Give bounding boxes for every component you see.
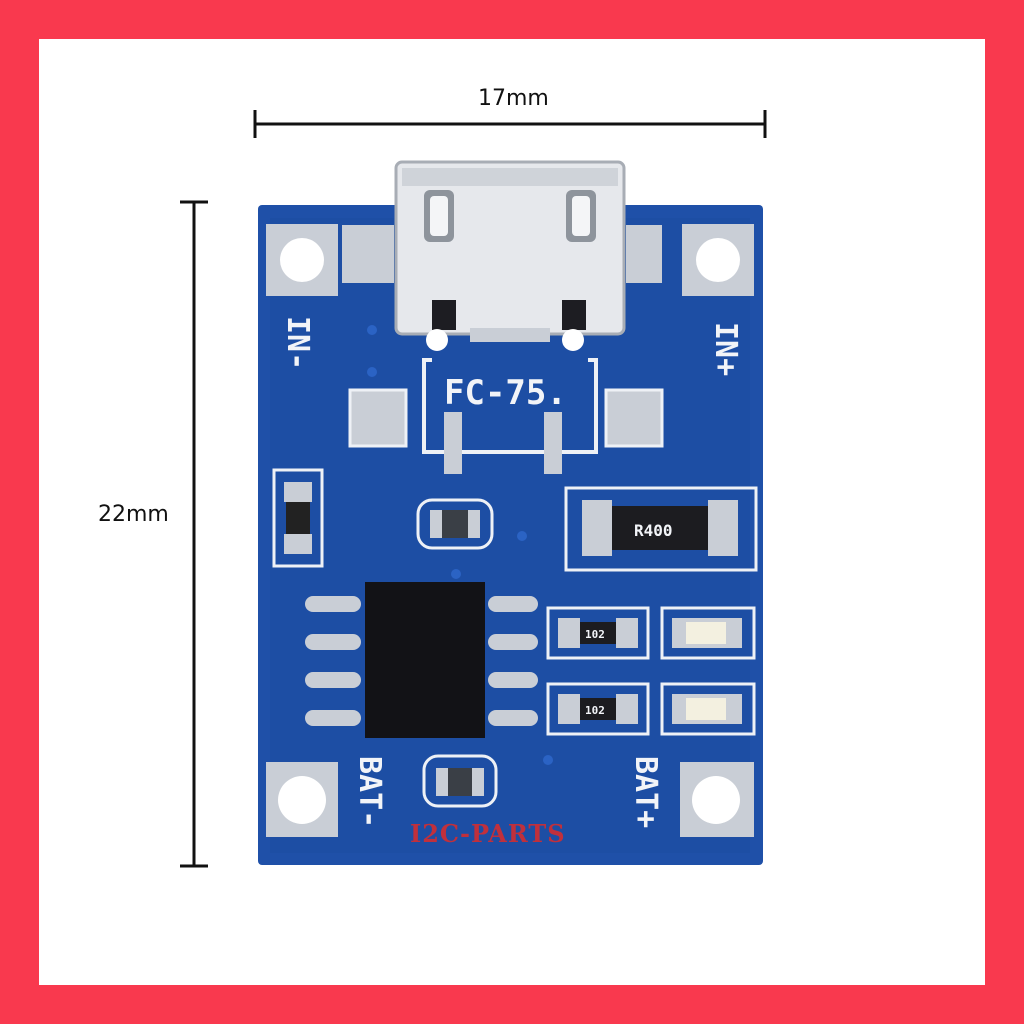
led-top xyxy=(660,606,756,660)
led-bottom xyxy=(660,682,756,736)
capacitor-bottom xyxy=(422,754,498,808)
resistor-102-label-bottom: 102 xyxy=(585,704,605,717)
pad-bat-minus xyxy=(266,762,338,837)
capacitor-top xyxy=(416,498,494,550)
resistor-102-bottom: 102 xyxy=(546,682,650,736)
width-dimension-line xyxy=(253,110,767,138)
pad-bat-plus xyxy=(680,762,754,837)
small-resistor-left xyxy=(272,468,324,568)
width-dimension-label: 17mm xyxy=(478,86,549,111)
label-in-plus: IN+ xyxy=(708,322,743,376)
label-bat-plus: BAT+ xyxy=(628,756,663,828)
pad-in-plus xyxy=(682,224,754,296)
height-dimension-line xyxy=(180,200,208,868)
square-pad-left xyxy=(348,388,408,448)
fc75-outline xyxy=(422,358,598,454)
resistor-r400: R400 xyxy=(564,486,758,572)
label-in-minus: IN- xyxy=(280,316,315,370)
resistor-102-top: 102 xyxy=(546,606,650,660)
model-label: FC-75. xyxy=(444,373,567,413)
micro-usb-connector xyxy=(342,160,662,351)
watermark: I2C-PARTS xyxy=(410,819,566,848)
pad-in-minus xyxy=(266,224,338,296)
label-bat-minus: BAT- xyxy=(352,756,387,828)
ic-chip xyxy=(305,582,538,738)
resistor-code-label: R400 xyxy=(634,521,673,540)
resistor-102-label-top: 102 xyxy=(585,628,605,641)
square-pad-right xyxy=(604,388,664,448)
height-dimension-label: 22mm xyxy=(98,502,169,527)
